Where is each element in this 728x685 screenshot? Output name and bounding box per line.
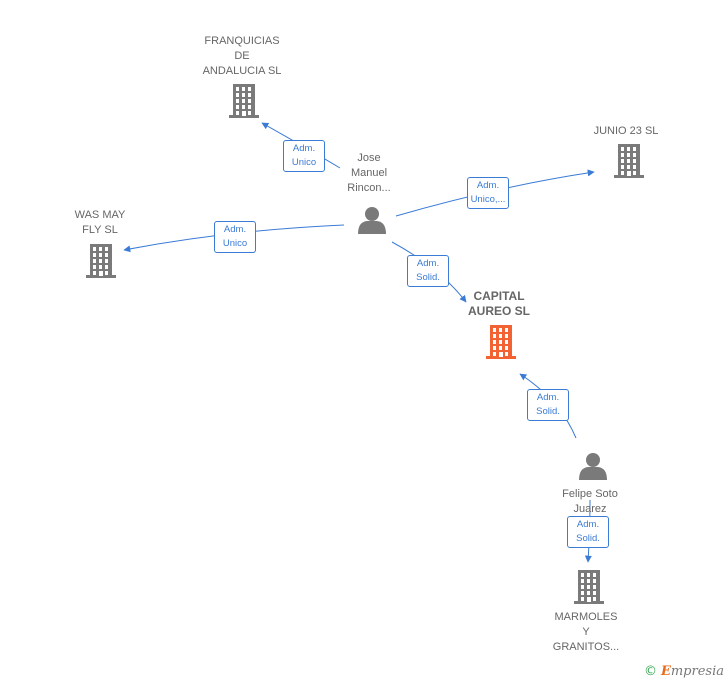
edge-label-felipe-capital[interactable]: Adm. Solid. (527, 389, 569, 421)
edge-label-jose-franquicias[interactable]: Adm. Unico (283, 140, 325, 172)
edge-label-jose-capital[interactable]: Adm. Solid. (407, 255, 449, 287)
node-label-franquicias[interactable]: FRANQUICIAS DE ANDALUCIA SL (202, 35, 282, 77)
brand-logo-text: mpresia (670, 664, 724, 679)
person-icon-jose[interactable] (358, 207, 386, 234)
brand-logo-initial: E (660, 664, 671, 679)
brand-footer: ©Empresia (644, 664, 724, 679)
node-label-jose[interactable]: Jose Manuel Rincon... (347, 152, 391, 194)
node-label-felipe[interactable]: Felipe Soto Juarez (562, 488, 618, 515)
edge-label-jose-wasmay[interactable]: Adm. Unico (214, 221, 256, 253)
building-icon-wasmay[interactable] (86, 244, 116, 278)
copyright-icon: © (643, 664, 657, 679)
building-icon-junio23[interactable] (614, 144, 644, 178)
person-icon-felipe[interactable] (579, 453, 607, 480)
node-label-marmoles[interactable]: MARMOLES Y GRANITOS... (552, 611, 620, 653)
node-label-junio23[interactable]: JUNIO 23 SL (593, 125, 659, 137)
node-label-capital[interactable]: CAPITAL AUREO SL (467, 289, 530, 318)
building-icon-capital[interactable] (486, 325, 516, 359)
edge-label-felipe-marmoles[interactable]: Adm. Solid. (567, 516, 609, 548)
node-label-wasmay[interactable]: WAS MAY FLY SL (74, 209, 126, 236)
edge-label-jose-junio23[interactable]: Adm. Unico,... (467, 177, 509, 209)
building-icon-marmoles[interactable] (574, 570, 604, 604)
building-icon-franquicias[interactable] (229, 84, 259, 118)
